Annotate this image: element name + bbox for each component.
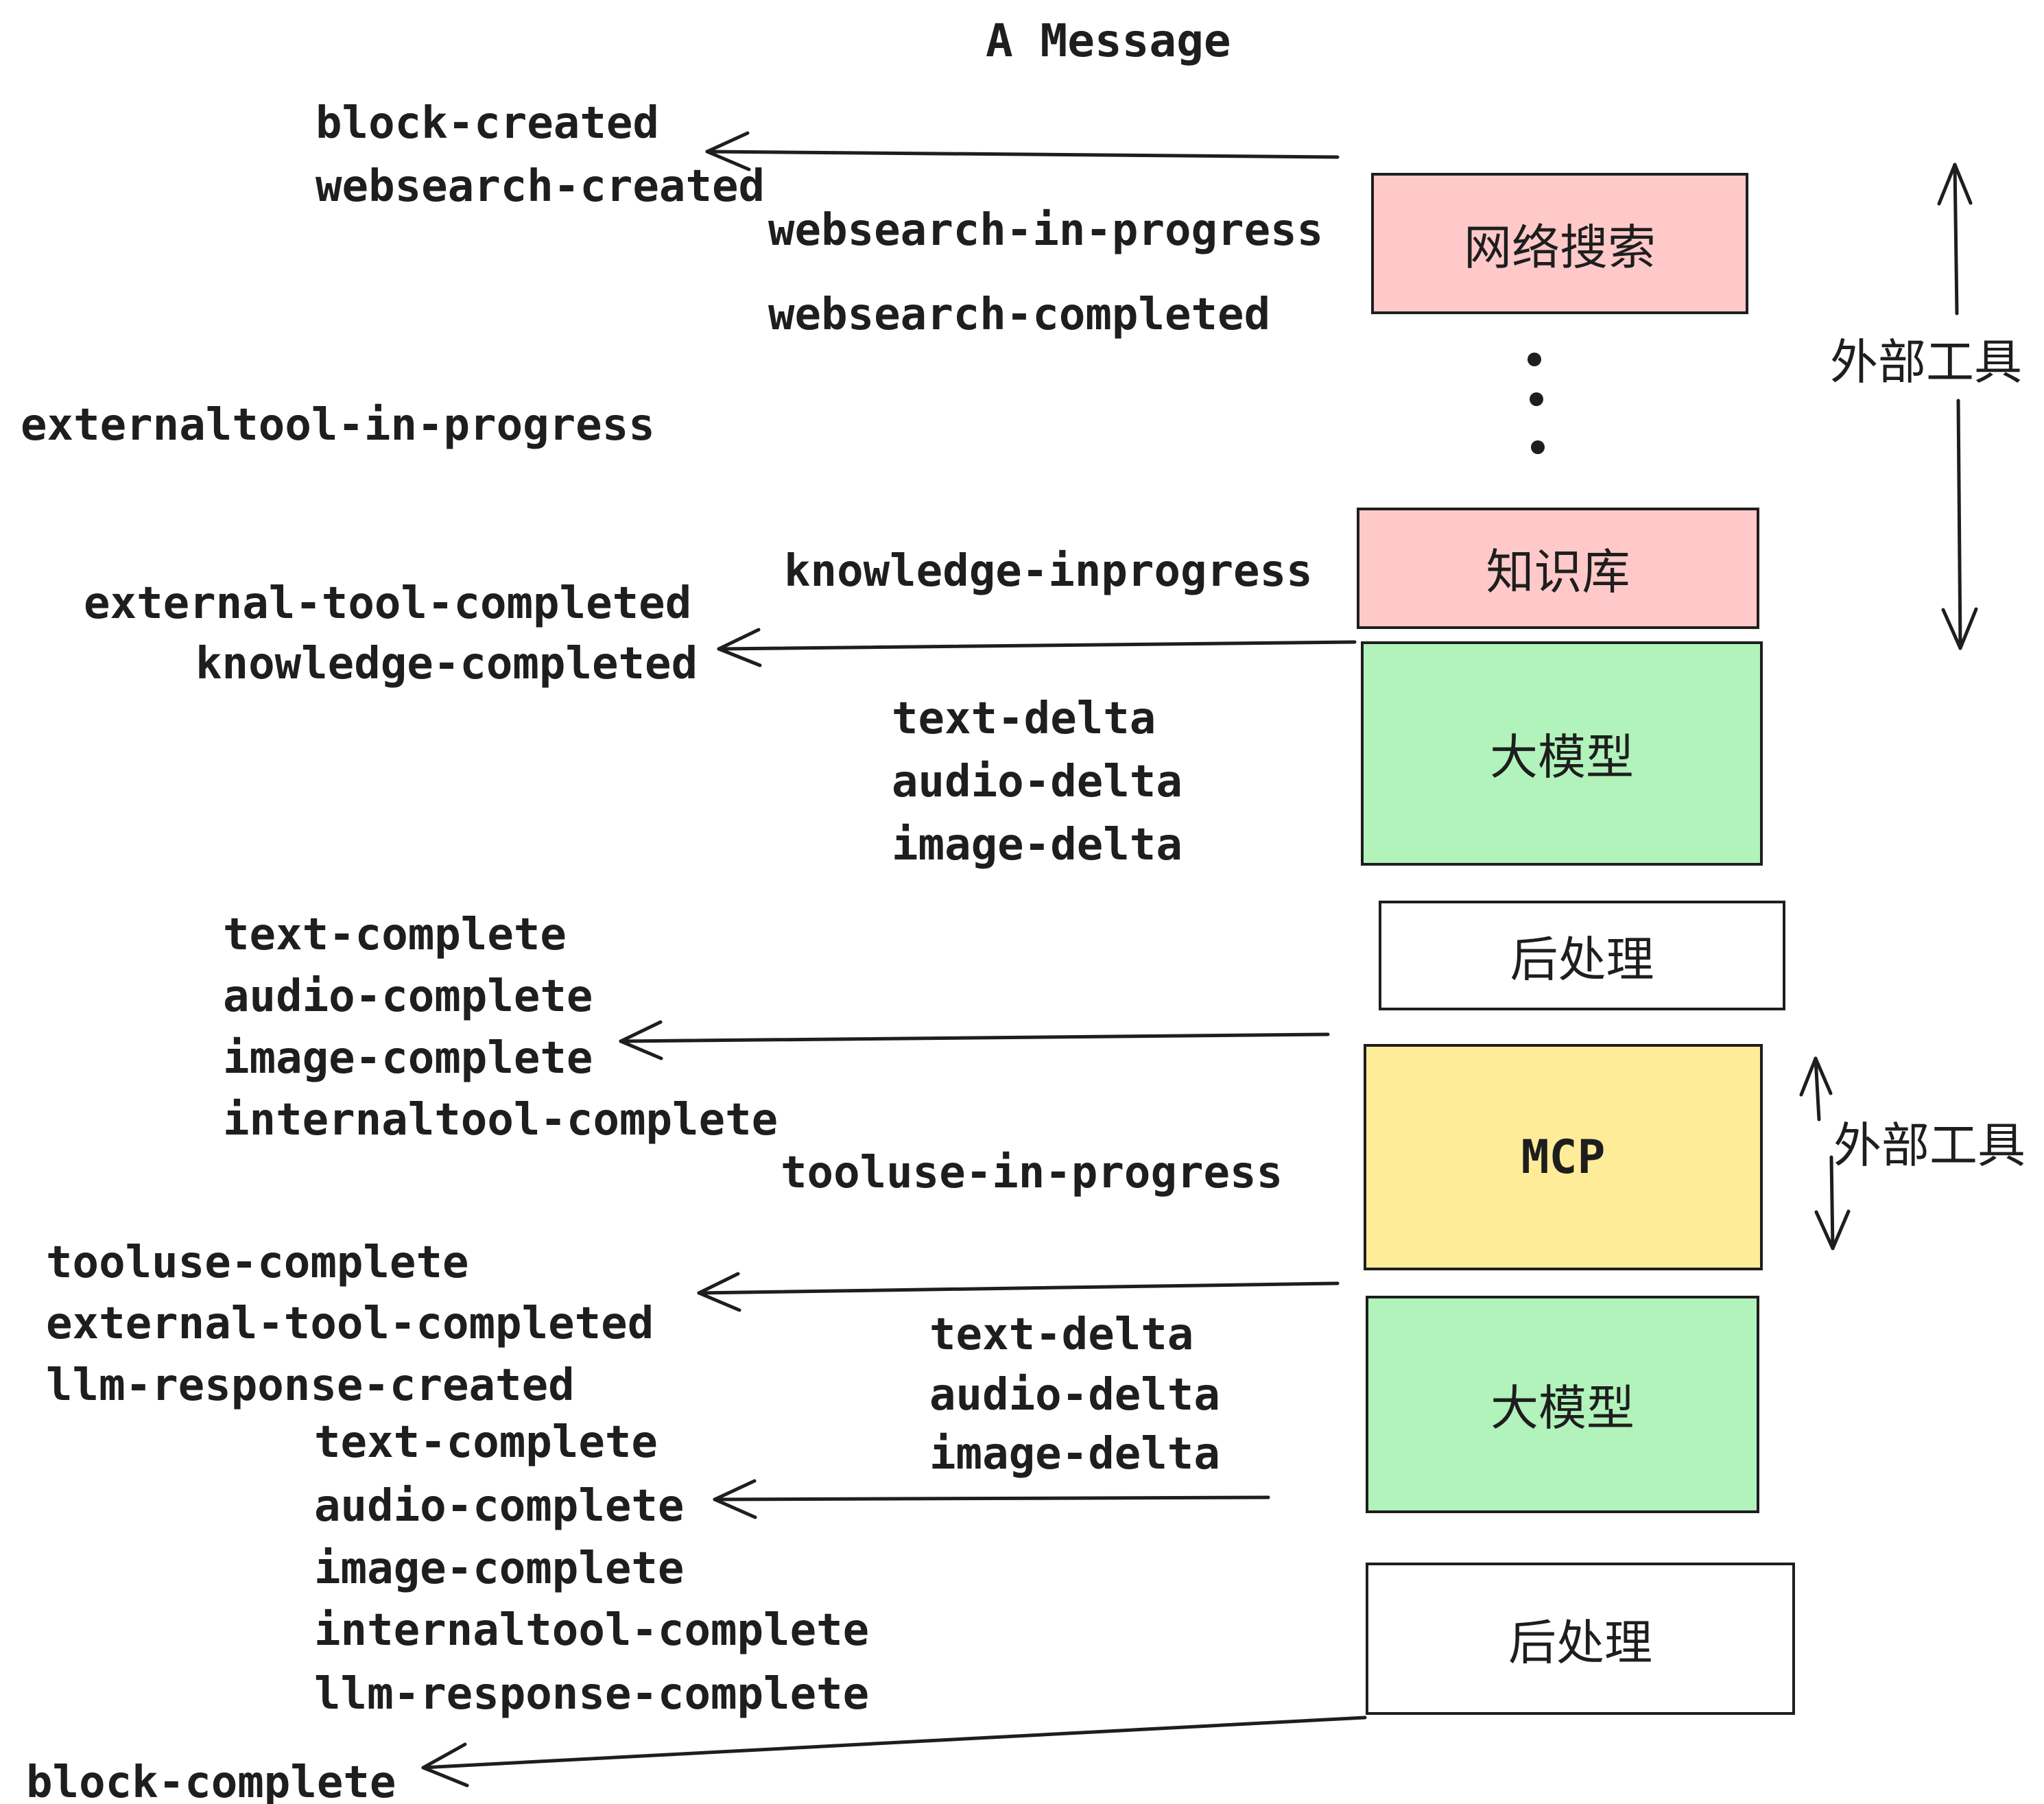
event-externaltool-in-progress: externaltool-in-progress	[21, 400, 655, 451]
diagram-title: A Message	[986, 14, 1231, 67]
arrow-to-image-complete	[619, 1020, 1330, 1060]
arrow-to-external-tool-completed	[697, 1272, 1340, 1312]
box-llm: 大模型	[1361, 641, 1763, 866]
event-websearch-created: websearch-created	[316, 161, 765, 212]
box-llm-2-label: 大模型	[1490, 1380, 1635, 1436]
box-post-processing-2-label: 后处理	[1508, 1614, 1652, 1671]
event-text-delta-2: text-delta	[929, 1309, 1194, 1360]
event-audio-complete-2: audio-complete	[314, 1481, 685, 1532]
box-llm-2: 大模型	[1366, 1296, 1759, 1513]
event-knowledge-inprogress: knowledge-inprogress	[784, 546, 1313, 597]
box-post-processing: 后处理	[1379, 901, 1785, 1010]
box-knowledge-base-label: 知识库	[1486, 544, 1630, 600]
arrow-to-audio-complete	[713, 1479, 1270, 1519]
event-llm-response-created: llm-response-created	[46, 1360, 575, 1411]
event-external-tool-completed-2: external-tool-completed	[46, 1298, 654, 1349]
box-mcp: MCP	[1364, 1044, 1763, 1270]
event-image-delta-2: image-delta	[929, 1429, 1220, 1480]
box-post-processing-label: 后处理	[1510, 931, 1654, 988]
event-websearch-completed: websearch-completed	[768, 289, 1271, 340]
event-audio-delta: audio-delta	[892, 757, 1183, 807]
double-arrow-external-tools-top	[1937, 163, 1978, 650]
ellipsis-dots-icon	[1528, 353, 1545, 454]
event-external-tool-completed: external-tool-completed	[84, 578, 692, 629]
event-block-created: block-created	[316, 98, 659, 149]
event-text-complete: text-complete	[223, 910, 567, 960]
event-image-complete-2: image-complete	[314, 1543, 685, 1594]
event-internaltool-complete: internaltool-complete	[223, 1095, 779, 1146]
box-mcp-label: MCP	[1521, 1130, 1606, 1185]
event-websearch-in-progress: websearch-in-progress	[768, 205, 1324, 256]
arrow-to-knowledge-completed	[717, 628, 1357, 667]
annotation-external-tools-top: 外部工具	[1830, 334, 2022, 390]
box-post-processing-2: 后处理	[1366, 1563, 1795, 1715]
event-tooluse-complete: tooluse-complete	[46, 1237, 469, 1288]
arrow-to-websearch-created	[705, 131, 1340, 171]
event-block-complete: block-complete	[26, 1757, 396, 1804]
annotation-external-tools-bottom: 外部工具	[1833, 1117, 2025, 1174]
event-text-complete-2: text-complete	[314, 1417, 658, 1468]
event-image-complete: image-complete	[223, 1033, 593, 1084]
box-llm-label: 大模型	[1490, 729, 1634, 785]
event-text-delta: text-delta	[892, 693, 1156, 744]
box-web-search: 网络搜索	[1371, 173, 1748, 314]
event-audio-complete: audio-complete	[223, 971, 593, 1022]
event-audio-delta-2: audio-delta	[929, 1370, 1220, 1421]
event-knowledge-completed: knowledge-completed	[195, 639, 698, 689]
event-image-delta: image-delta	[892, 820, 1183, 870]
event-internaltool-complete-2: internaltool-complete	[314, 1605, 870, 1656]
box-web-search-label: 网络搜索	[1464, 219, 1656, 276]
arrow-to-block-complete	[421, 1716, 1367, 1788]
box-knowledge-base: 知识库	[1357, 508, 1759, 629]
event-tooluse-in-progress: tooluse-in-progress	[781, 1148, 1283, 1198]
double-arrow-external-tools-bottom	[1799, 1056, 1851, 1250]
event-llm-response-complete: llm-response-complete	[314, 1669, 870, 1720]
